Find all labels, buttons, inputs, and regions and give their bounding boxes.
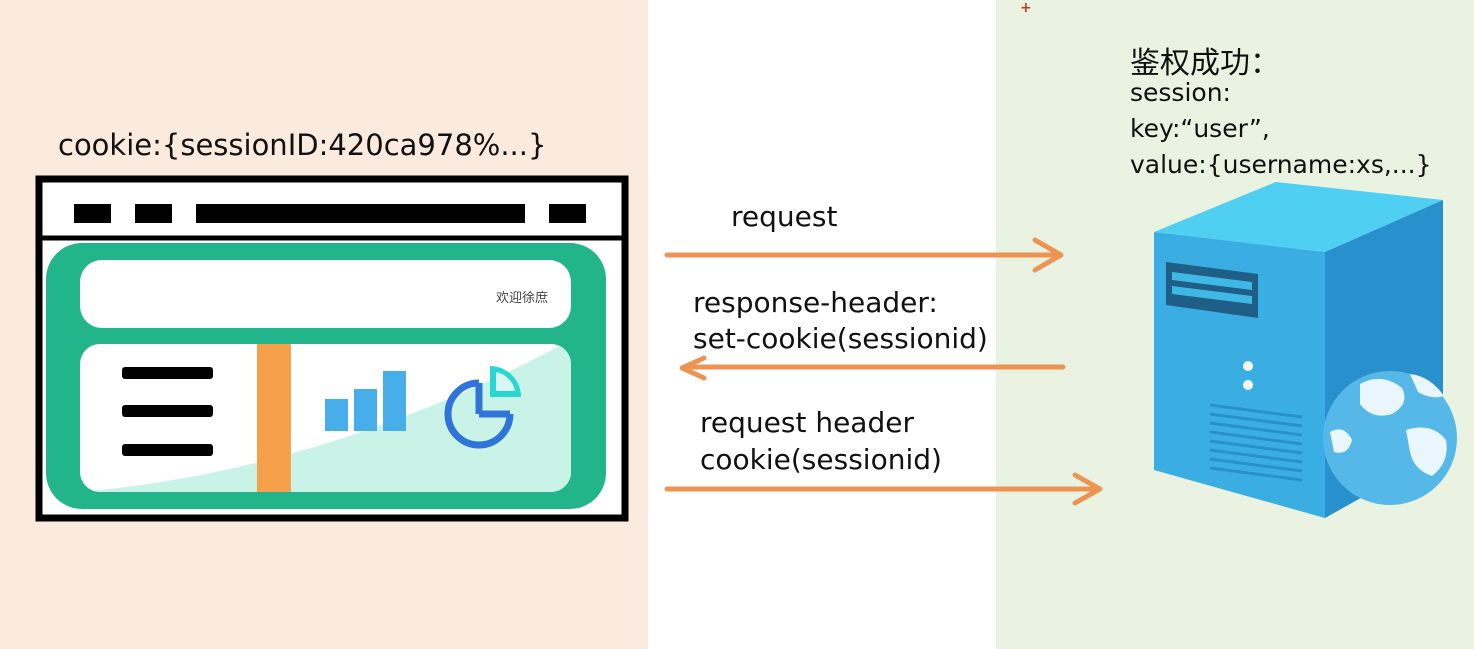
menu-icon (122, 367, 213, 456)
cookie-label: cookie:{sessionID:420ca978%...} (58, 128, 547, 162)
session-label: session: (1130, 78, 1231, 107)
browser-window-icon: 欢迎徐庶 (35, 175, 629, 522)
globe-icon (1323, 371, 1457, 505)
welcome-text: 欢迎徐庶 (496, 290, 548, 306)
request-label: request (731, 200, 838, 233)
body-wave (80, 344, 571, 492)
transport-panel (648, 0, 996, 649)
toolbar-block-2 (135, 204, 172, 223)
plus-marker: + (1020, 0, 1032, 16)
request-arrow (664, 237, 1064, 273)
session-value: value:{username:xs,...} (1130, 150, 1432, 179)
cookie-header-label: cookie(sessionid) (700, 443, 942, 476)
request-header-label: request header (700, 406, 914, 439)
auth-success-title: 鉴权成功： (1130, 46, 1280, 81)
bar-chart-icon (325, 371, 406, 431)
session-key: key:“user”, (1130, 114, 1270, 143)
response-arrow (679, 355, 1066, 381)
address-bar (196, 204, 525, 223)
toolbar-block-3 (549, 204, 586, 223)
sidebar-divider (257, 344, 291, 492)
status-light (1243, 361, 1253, 371)
power-light (1243, 380, 1253, 390)
app-header (80, 260, 571, 328)
set-cookie-label: set-cookie(sessionid) (693, 322, 988, 355)
vent-grille (1209, 403, 1303, 482)
pie-chart-icon (444, 366, 521, 449)
toolbar-block-1 (74, 204, 111, 223)
request-with-cookie-arrow (664, 472, 1103, 506)
response-header-label: response-header: (693, 286, 938, 319)
